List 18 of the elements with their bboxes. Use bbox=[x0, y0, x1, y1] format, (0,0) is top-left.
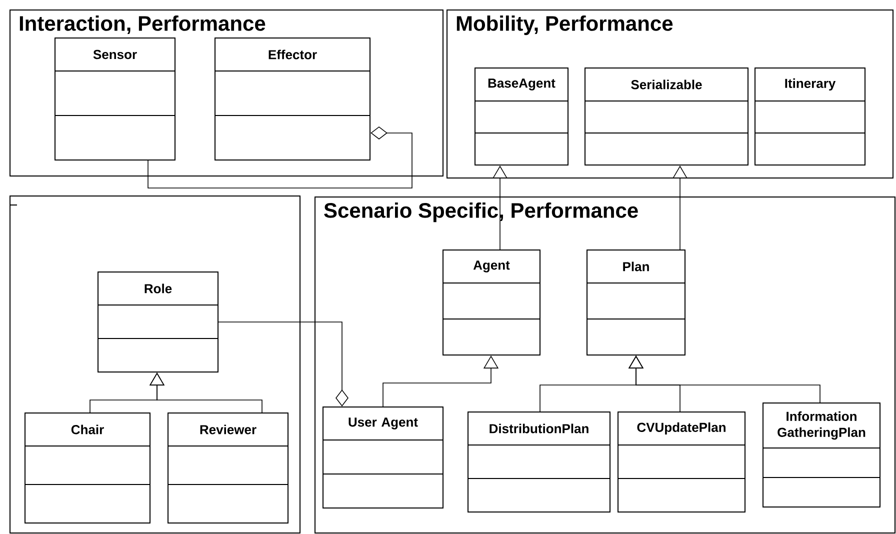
inheritance-arrow bbox=[628, 356, 820, 403]
class-box: Agent bbox=[442, 250, 540, 356]
class-box: Effector bbox=[214, 38, 370, 160]
class-box: Sensor bbox=[54, 38, 176, 160]
class-box: Reviewer bbox=[168, 412, 288, 524]
class-box: Chair bbox=[24, 412, 150, 524]
class-box: Information GatheringPlan bbox=[762, 402, 880, 508]
class-box: Itinerary bbox=[754, 67, 866, 166]
class-box: Role bbox=[98, 271, 218, 372]
class-box: BaseAgent bbox=[474, 67, 568, 166]
class-box: Plan bbox=[586, 250, 686, 356]
package-frame bbox=[10, 195, 300, 534]
class-box: CVUpdatePlan bbox=[618, 411, 746, 512]
class-box: DistributionPlan bbox=[468, 411, 610, 512]
inheritance-arrow bbox=[149, 372, 262, 413]
aggregation-line bbox=[218, 322, 348, 406]
class-box: Serializable bbox=[584, 67, 748, 166]
class-box: User Agent bbox=[322, 406, 444, 508]
